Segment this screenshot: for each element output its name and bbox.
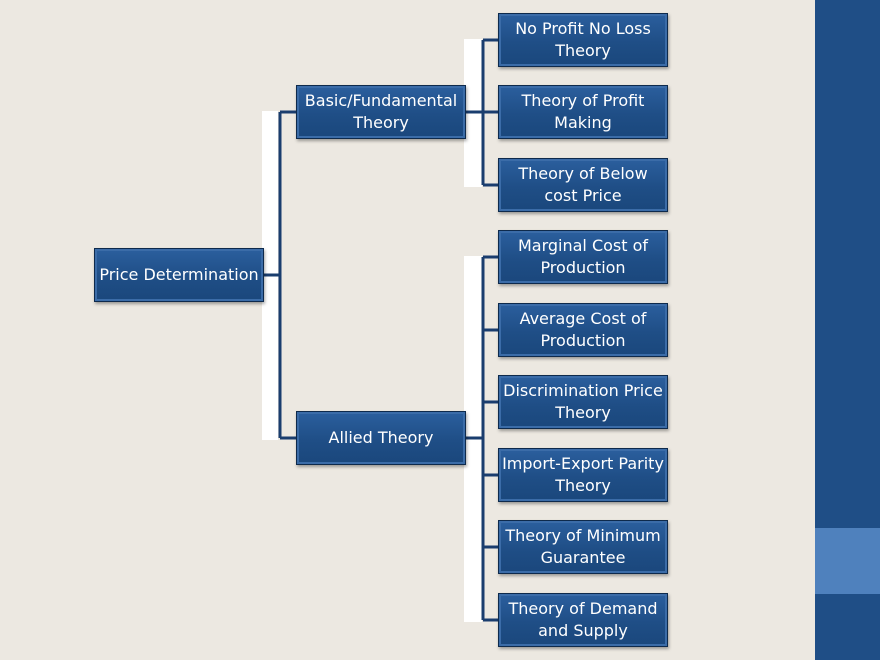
leaf-node-label: Theory of Minimum Guarantee: [505, 526, 661, 567]
leaf-node-label: Theory of Below cost Price: [518, 164, 648, 205]
leaf-node: Discrimination Price Theory: [498, 375, 668, 429]
leaf-node: Average Cost of Production: [498, 303, 668, 357]
sidebar-accent-block: [815, 528, 880, 594]
branch-node-label: Basic/Fundamental Theory: [304, 91, 458, 132]
leaf-node-label: Marginal Cost of Production: [517, 236, 649, 277]
leaf-node: Theory of Demand and Supply: [498, 593, 668, 647]
leaf-node: Theory of Profit Making: [498, 85, 668, 139]
leaf-node-label: Theory of Profit Making: [521, 91, 645, 132]
branch-node-basic: Basic/Fundamental Theory: [296, 85, 466, 139]
root-node-label: Price Determination: [99, 265, 259, 284]
leaf-node: No Profit No Loss Theory: [498, 13, 668, 67]
leaf-node-label: No Profit No Loss Theory: [515, 19, 651, 60]
leaf-node: Marginal Cost of Production: [498, 230, 668, 284]
leaf-node-label: Discrimination Price Theory: [503, 381, 663, 422]
leaf-node: Theory of Below cost Price: [498, 158, 668, 212]
leaf-node-label: Import-Export Parity Theory: [502, 454, 664, 495]
root-node: Price Determination: [94, 248, 264, 302]
branch-node-label: Allied Theory: [328, 428, 434, 447]
leaf-node: Import-Export Parity Theory: [498, 448, 668, 502]
leaf-node-label: Theory of Demand and Supply: [508, 599, 658, 640]
branch-node-allied: Allied Theory: [296, 411, 466, 465]
leaf-node-label: Average Cost of Production: [519, 309, 647, 350]
leaf-node: Theory of Minimum Guarantee: [498, 520, 668, 574]
